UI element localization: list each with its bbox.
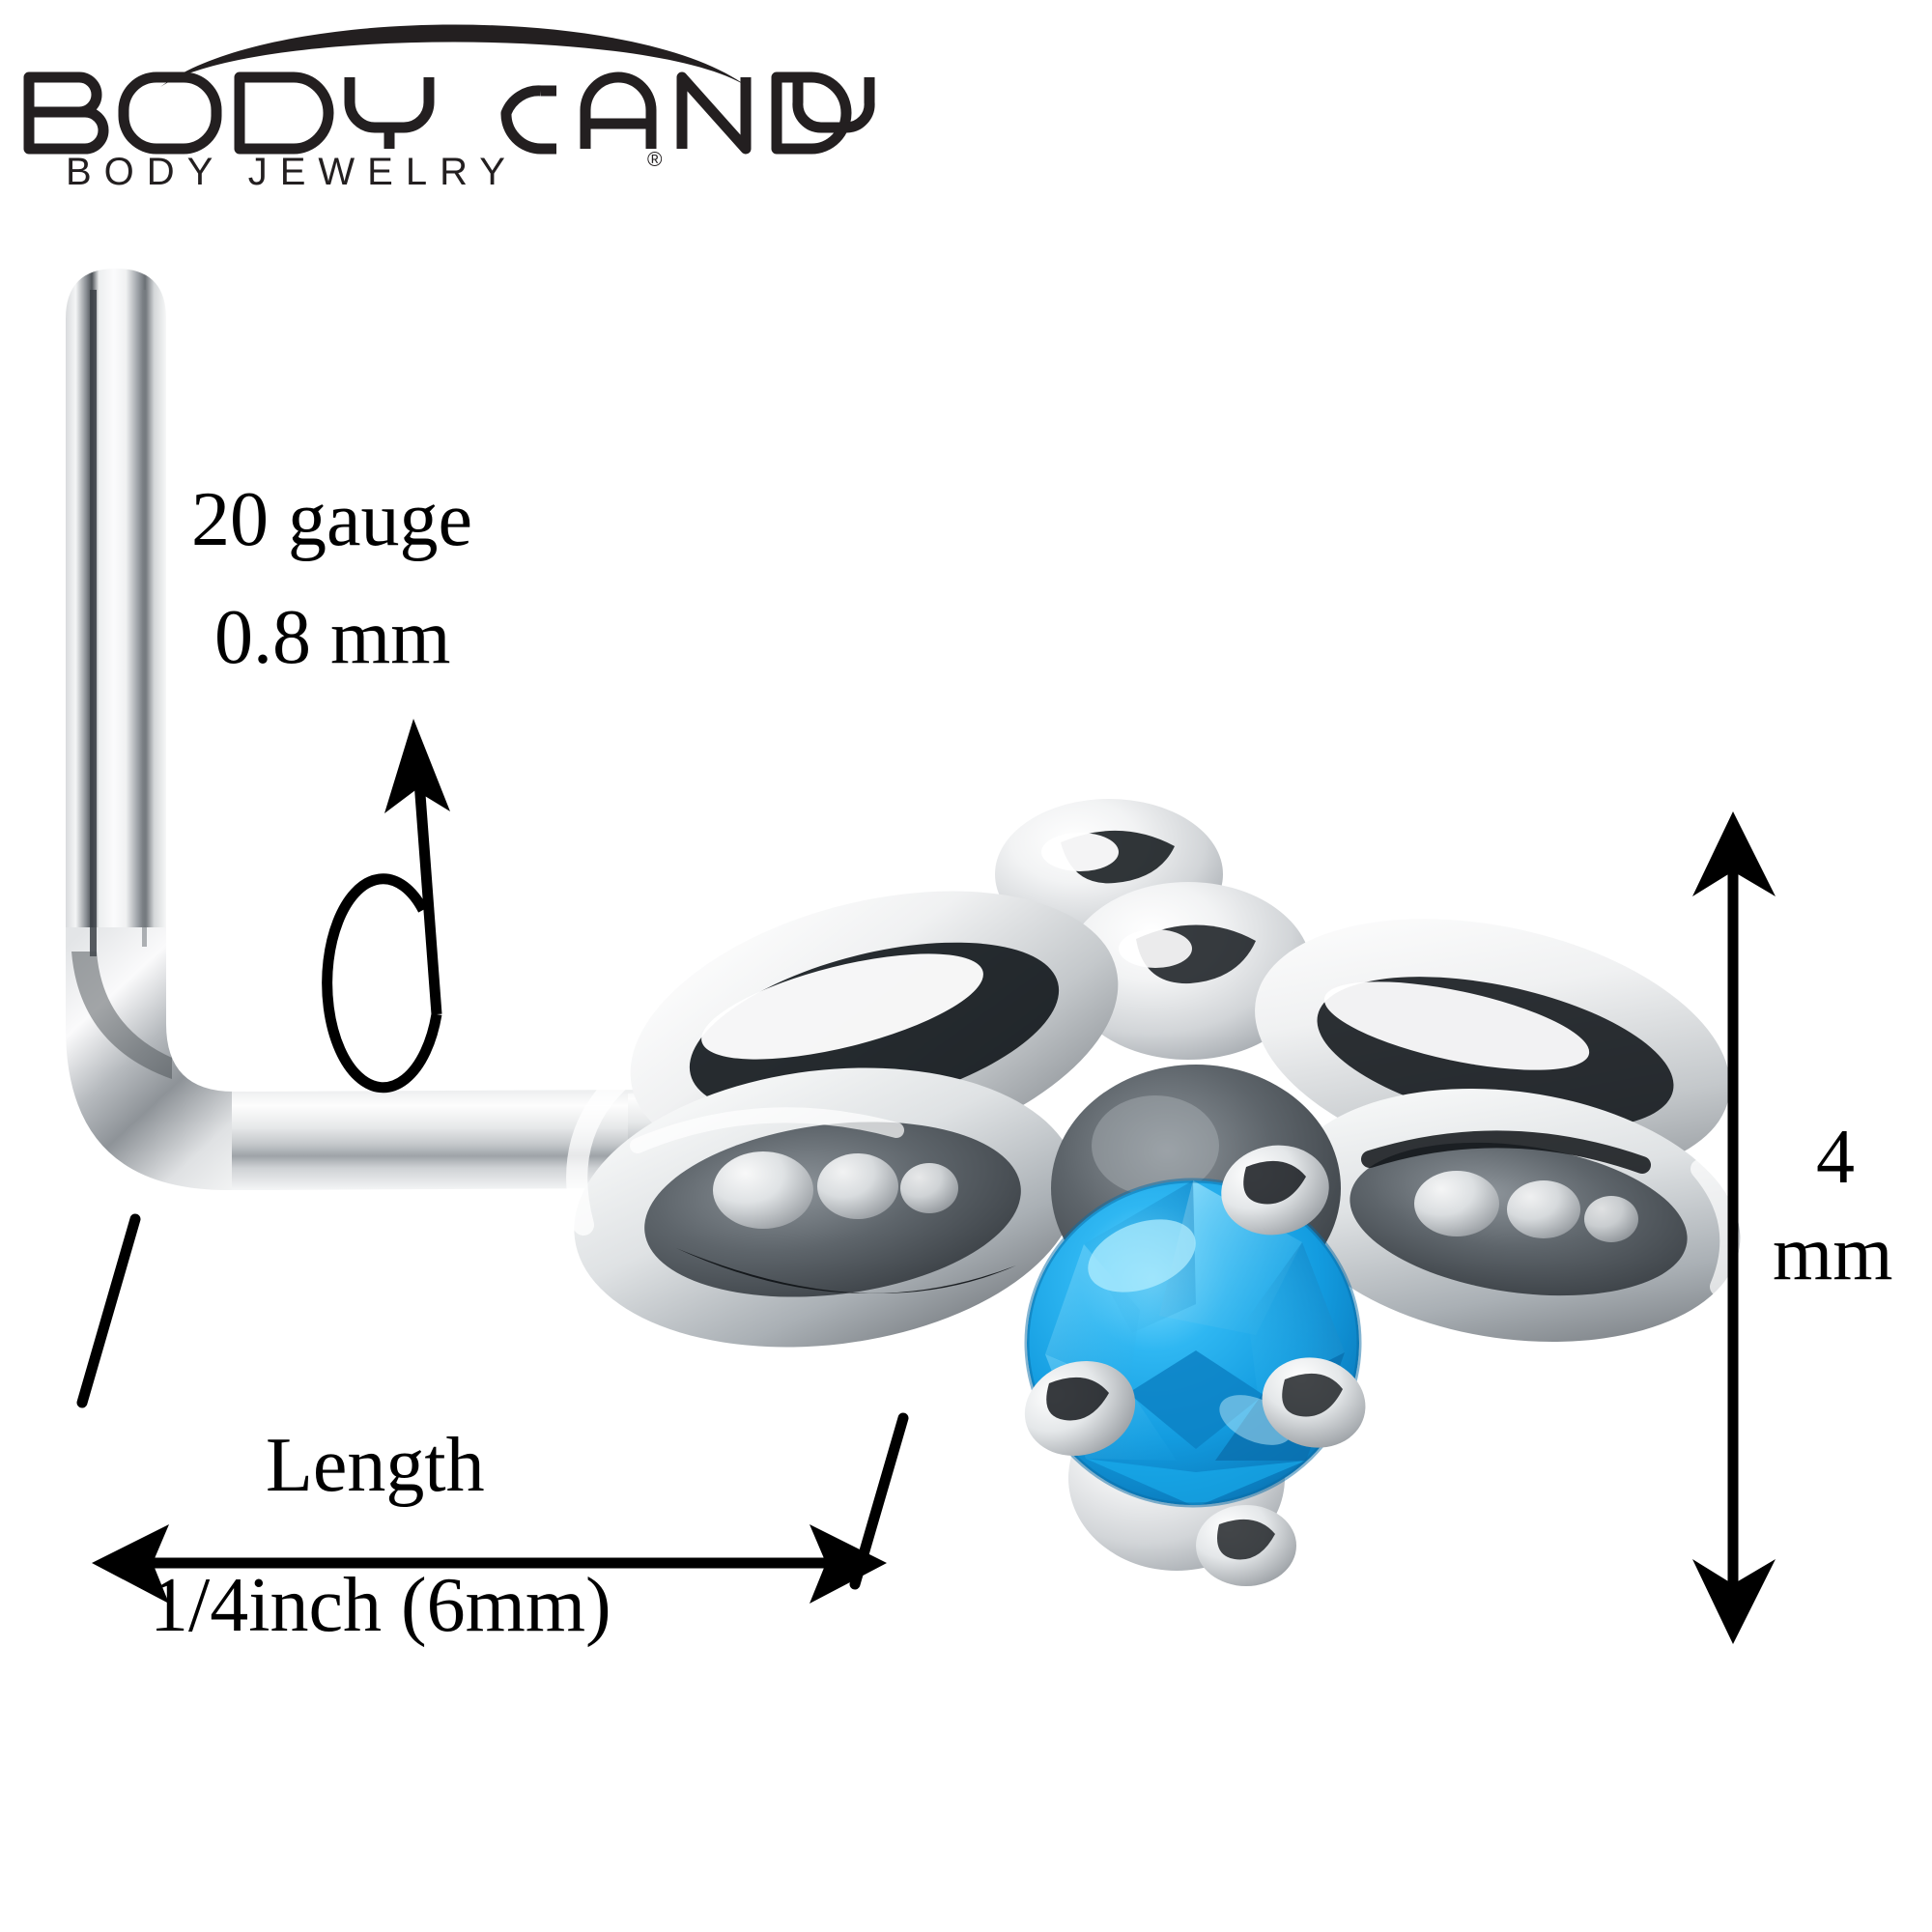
length-value: 1/4inch (6mm) <box>150 1563 611 1648</box>
logo-wordmark <box>23 71 875 155</box>
brand-logo: BODY JEWELRY ® <box>10 14 879 207</box>
logo-swoosh-icon <box>160 24 748 87</box>
gem-prongs <box>1024 1145 1366 1586</box>
registered-trademark-icon: ® <box>647 149 663 171</box>
post-horizontal-arm <box>232 1090 667 1190</box>
logo-tagline: BODY JEWELRY <box>66 151 518 193</box>
gauge-label-line2: 0.8 mm <box>214 595 451 680</box>
post-elbow <box>66 927 280 1190</box>
dragonfly-charm <box>566 799 1741 1586</box>
height-number: 4 <box>1816 1115 1855 1200</box>
gauge-label-line1: 20 gauge <box>191 477 473 562</box>
height-unit: mm <box>1773 1211 1893 1296</box>
length-label: Length <box>266 1423 485 1508</box>
post-vertical-arm <box>66 269 166 966</box>
